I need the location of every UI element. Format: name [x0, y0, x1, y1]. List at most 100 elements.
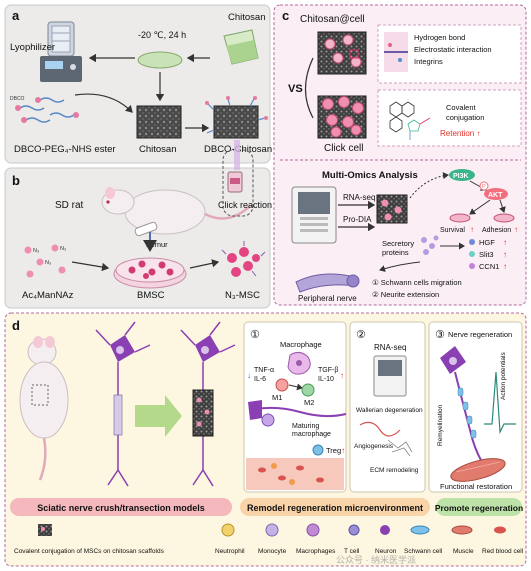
chitosan-cell-scaffold-icon: [317, 31, 367, 75]
chitosan-label: Chitosan: [139, 144, 177, 155]
banner-microenvironment-label: Remodel regeneration microenvironment: [247, 503, 423, 513]
dbco-chitosan-scaffold-icon: [205, 96, 268, 139]
sd-rat-label: SD rat: [55, 200, 84, 211]
legend-neutrophil: Neutrophil: [215, 548, 245, 555]
azide-molecules-icon: N₃ N₃ N₃: [24, 244, 66, 278]
n3-tag-3: N₃: [60, 246, 66, 252]
svg-text:↑: ↑: [503, 262, 507, 271]
effect-schwann: ① Schwann cells migration: [372, 278, 462, 287]
effect-neurite: ② Neurite extension: [372, 290, 439, 299]
panel-b: b SD rat Femur N₃ N₃ N₃ Ac₄ManNAz: [4, 167, 272, 309]
triazole-structure-icon: [389, 101, 431, 140]
rna-seq-label-d: RNA-seq: [374, 343, 406, 352]
secretory-label-2: proteins: [382, 248, 409, 257]
il6-label: IL-6: [254, 376, 266, 383]
wallerian-label: Wallerian degeneration: [356, 407, 423, 414]
panel-a: a Lyophilizer -20 ℃, 24 h Chitosan: [4, 4, 272, 164]
nerve-regeneration-label: Nerve regeneration: [448, 330, 512, 339]
m2-label: M2: [304, 398, 314, 407]
il10-label: IL-10: [318, 376, 334, 383]
section-1-number: ①: [250, 329, 260, 341]
peripheral-nerve-icon: [295, 273, 360, 293]
svg-text:↑: ↑: [341, 446, 345, 455]
factor-slit3: Slit3: [479, 250, 494, 259]
covalent-label-1: Covalent: [446, 103, 477, 112]
neuron-large-icon: [440, 346, 483, 463]
rat-icon: [101, 187, 251, 237]
svg-text:↑: ↑: [503, 238, 507, 247]
remyelination-label: Remyelination: [437, 404, 444, 446]
panel-d: d: [4, 312, 527, 567]
section-2-number: ②: [356, 329, 366, 341]
legend: Covalent conjugation of MSCs on chitosan…: [14, 523, 524, 555]
vs-label: VS: [288, 83, 303, 95]
rat-nerve-model-icon: [19, 336, 69, 481]
svg-text:↓: ↓: [247, 371, 251, 380]
membrane-interaction-icon: [384, 32, 408, 72]
adhesion-label: Adhesion: [482, 227, 511, 234]
multi-omics-label: Multi-Omics Analysis: [322, 170, 418, 181]
maturing-label-2: macrophage: [292, 431, 331, 438]
n3-msc-cluster-icon: [221, 241, 266, 277]
neuron-regenerated-icon: [180, 321, 236, 487]
ecm-icon: [387, 439, 413, 457]
peripheral-nerve-label: Peripheral nerve: [298, 294, 357, 303]
chitosan-top-label: Chitosan: [228, 12, 266, 23]
arrow-body: [135, 405, 165, 427]
n3-msc-label: N₃-MSC: [225, 290, 260, 301]
sequencer-small-icon: [373, 355, 407, 397]
maturing-label-1: Maturing: [292, 423, 319, 430]
action-potentials-label: Action potentials: [500, 352, 507, 400]
m1-macrophage-icon: [275, 378, 289, 392]
ac4mannaz-label: Ac₄ManNAz: [22, 290, 74, 301]
legend-monocyte: Monocyte: [258, 548, 287, 555]
svg-text:↑: ↑: [514, 225, 518, 234]
pi3k-node: [449, 169, 475, 181]
panel-b-letter: b: [12, 173, 20, 188]
angiogenesis-icon: [359, 421, 401, 437]
bmsc-label: BMSC: [137, 290, 165, 301]
pi3k-label: PI3K: [453, 173, 469, 180]
legend-muscle: Muscle: [453, 548, 474, 555]
mech-integrins: Integrins: [414, 57, 443, 66]
click-cell-scaffold-icon: [317, 95, 367, 139]
lyophilizer-label: Lyophilizer: [10, 42, 55, 53]
banner-models: [10, 498, 232, 516]
macrophage-label: Macrophage: [280, 340, 322, 349]
banner-models-label: Sciatic nerve crush/transection models: [37, 503, 205, 513]
covalent-box: [377, 89, 522, 147]
lyophilizer-icon: [40, 21, 82, 82]
factor-ccn1: CCN1: [479, 262, 499, 271]
bmsc-petri-dish-icon: [113, 257, 187, 289]
banner-microenvironment: [240, 498, 430, 516]
neuron-icon: [95, 321, 151, 487]
macrophage-icon: [287, 351, 311, 375]
chitosan-scaffold-icon: [136, 105, 182, 139]
banner-regeneration-label: Promote regeneration: [435, 503, 523, 513]
tnf-label: TNF-α: [254, 367, 274, 374]
legend-rbc: Red blood cell: [482, 548, 524, 555]
secretory-label-1: Secretory: [382, 239, 414, 248]
legend-covalent: Covalent conjugation of MSCs on chitosan…: [14, 548, 165, 555]
svg-text:↑: ↑: [470, 225, 474, 234]
m1-label: M1: [272, 393, 282, 402]
legend-t-cell: T cell: [344, 548, 360, 555]
treg-label: Treg: [326, 446, 341, 455]
n3-tag-2: N₃: [45, 260, 51, 266]
functional-restoration-label: Functional restoration: [440, 482, 512, 491]
muscle-icon: [450, 458, 506, 482]
mech-hydrogen-bond: Hydrogen bond: [414, 33, 465, 42]
m2-macrophage-icon: [301, 383, 315, 397]
dbco-tag: DBCO: [10, 96, 25, 102]
dbco-peg-nhs-label: DBCO-PEG₄-NHS ester: [14, 144, 116, 155]
mech-electrostatic: Electrostatic interaction: [414, 45, 492, 54]
section-3-number: ③: [435, 329, 445, 341]
akt-label: AKT: [488, 192, 503, 199]
omics-scaffold-icon: [376, 194, 408, 224]
retention-label: Retention ↑: [440, 129, 480, 138]
treg-icon: [312, 444, 324, 456]
axon-icon: [249, 406, 347, 418]
legend-macrophages: Macrophages: [296, 548, 336, 555]
factor-hgf: HGF: [479, 238, 495, 247]
svg-text:↑: ↑: [340, 371, 344, 380]
